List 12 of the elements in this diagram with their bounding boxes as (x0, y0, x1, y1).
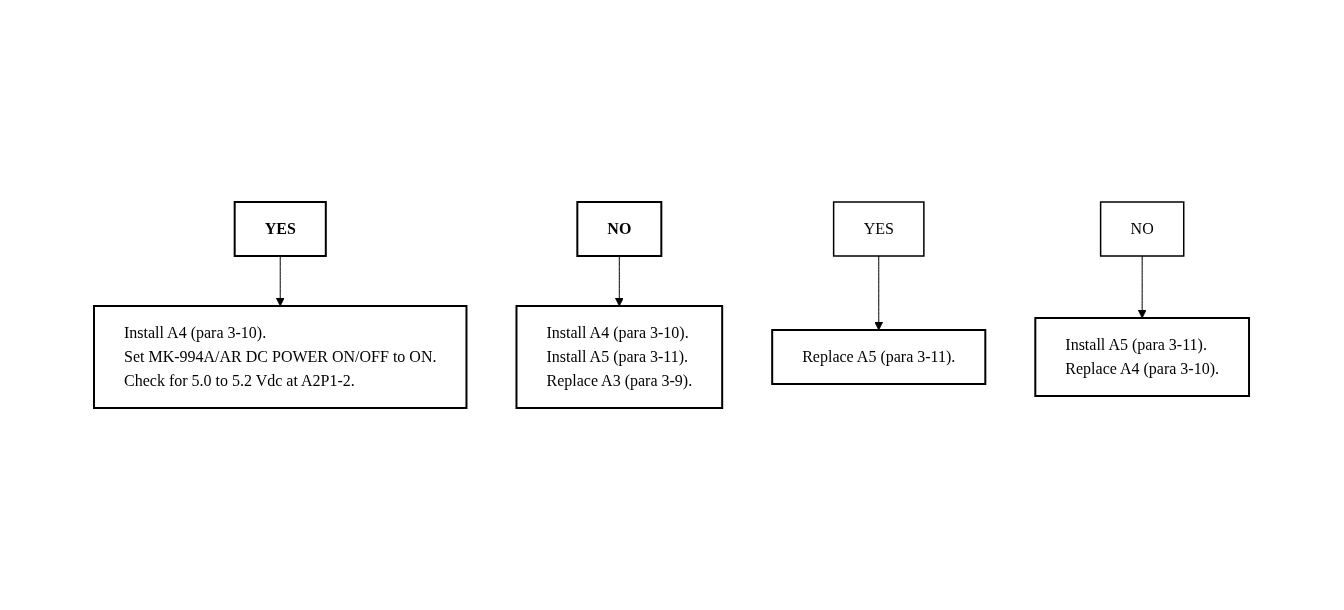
arrow (874, 255, 884, 331)
arrow (615, 255, 625, 307)
arrow (1138, 255, 1148, 319)
node-box: NO (1100, 201, 1185, 257)
arrow (276, 255, 286, 307)
node-box: NO (576, 201, 663, 257)
node-box: YES (833, 201, 926, 257)
node-box: Install A4 (para 3-10). Set MK-994A/AR DC POWER ON/OFF to ON. Check for 5.0 to 5.2 Vdc at A2P1-2. (93, 305, 468, 409)
node-box: YES (234, 201, 328, 257)
node-box: Replace A5 (para 3-11). (771, 329, 987, 385)
node-box: Install A4 (para 3-10). Install A5 (para 3-11). Replace A3 (para 3-9). (515, 305, 724, 409)
node-box: Install A5 (para 3-11). Replace A4 (para 3-10). (1034, 317, 1251, 397)
